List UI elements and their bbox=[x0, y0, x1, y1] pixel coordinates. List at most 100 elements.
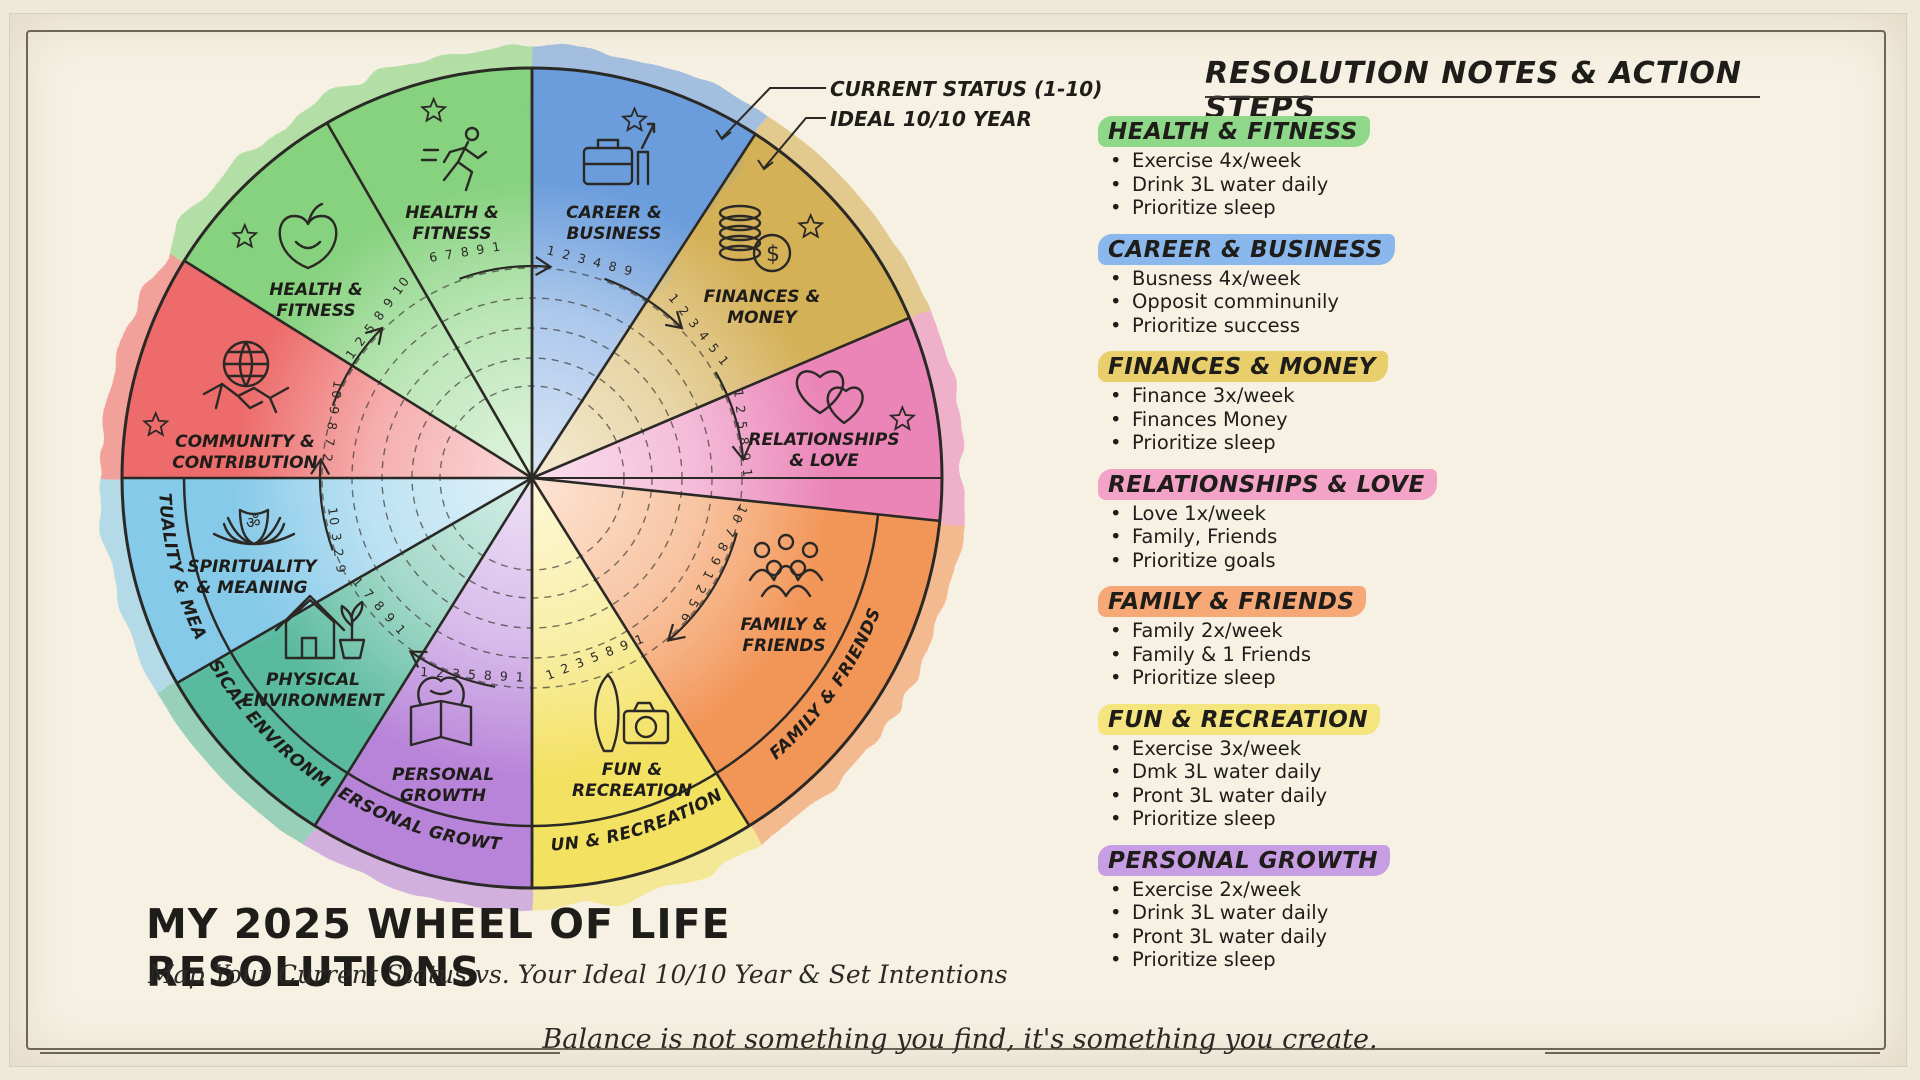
note-list: Exercise 4x/weekDrink 3L water dailyPrio… bbox=[1098, 149, 1698, 220]
note-block: HEALTH & FITNESSExercise 4x/weekDrink 3L… bbox=[1098, 116, 1698, 220]
note-item: Prioritize sleep bbox=[1110, 948, 1698, 972]
note-list: Exercise 3x/weekDmk 3L water dailyPront … bbox=[1098, 737, 1698, 831]
segment-label-line1: HEALTH & bbox=[405, 203, 499, 223]
direction-arrow bbox=[409, 650, 496, 688]
segment-label-line2: ENVIRONMENT bbox=[242, 691, 385, 711]
legend-arrowhead-current bbox=[715, 129, 732, 141]
note-item: Prioritize sleep bbox=[1110, 807, 1698, 831]
note-block: FAMILY & FRIENDSFamily 2x/weekFamily & 1… bbox=[1098, 586, 1698, 690]
direction-arrow bbox=[667, 532, 738, 642]
house-plant-icon bbox=[274, 594, 366, 660]
note-block: FINANCES & MONEYFinance 3x/weekFinances … bbox=[1098, 351, 1698, 455]
note-item: Pront 3L water daily bbox=[1110, 925, 1698, 949]
direction-arrow bbox=[604, 277, 683, 329]
page-frame bbox=[26, 30, 1886, 1050]
segment-label: FUN &RECREATION bbox=[572, 760, 692, 801]
note-item: Drink 3L water daily bbox=[1110, 173, 1698, 197]
direction-arrowhead bbox=[364, 326, 384, 346]
note-item: Opposit comminunily bbox=[1110, 290, 1698, 314]
segment-label: HEALTH &FITNESS bbox=[405, 203, 499, 244]
segment-label-line1: FINANCES & bbox=[704, 287, 821, 307]
slice-divider bbox=[531, 316, 910, 480]
note-item: Family, Friends bbox=[1110, 525, 1698, 549]
segment-label-line1: PHYSICAL bbox=[266, 670, 360, 690]
note-item: Prioritize sleep bbox=[1110, 196, 1698, 220]
legend-pointer-ideal bbox=[763, 117, 826, 169]
note-item: Prioritize goals bbox=[1110, 549, 1698, 573]
direction-arrowhead bbox=[666, 623, 686, 642]
note-list: Finance 3x/weekFinances MoneyPrioritize … bbox=[1098, 384, 1698, 455]
direction-arrowhead bbox=[408, 650, 428, 668]
page-subtitle: Map Your Current Status vs. Your Ideal 1… bbox=[148, 960, 1008, 989]
note-list: Busness 4x/weekOpposit comminunilyPriori… bbox=[1098, 267, 1698, 338]
segment-label-line1: COMMUNITY & bbox=[175, 432, 315, 452]
segment-label-line2: BUSINESS bbox=[566, 224, 661, 244]
note-item: Dmk 3L water daily bbox=[1110, 760, 1698, 784]
lotus-om-icon: ॐ bbox=[212, 508, 296, 546]
segment-label-line2: FRIENDS bbox=[742, 636, 825, 656]
legend-pointer-current bbox=[721, 87, 826, 139]
star-icon bbox=[888, 404, 917, 431]
direction-arrowhead bbox=[731, 442, 752, 462]
note-item: Prioritize success bbox=[1110, 314, 1698, 338]
star-icon bbox=[420, 96, 448, 123]
segment-label-line1: FAMILY & bbox=[740, 615, 827, 635]
svg-text:$: $ bbox=[766, 242, 780, 267]
coins-dollar-icon: $ bbox=[718, 204, 792, 273]
segment-label-line2: CONTRIBUTION bbox=[172, 453, 318, 473]
note-heading: FUN & RECREATION bbox=[1098, 703, 1381, 735]
note-item: Drink 3L water daily bbox=[1110, 901, 1698, 925]
direction-arrowhead bbox=[535, 256, 553, 276]
page-title: MY 2025 WHEEL OF LIFE RESOLUTIONS bbox=[146, 900, 731, 996]
note-block: RELATIONSHIPS & LOVELove 1x/weekFamily, … bbox=[1098, 468, 1698, 573]
note-heading: HEALTH & FITNESS bbox=[1098, 116, 1370, 147]
segment-label-line1: RELATIONSHIPS bbox=[748, 430, 899, 450]
brain-book-icon bbox=[409, 676, 473, 747]
segment-label: CAREER &BUSINESS bbox=[566, 203, 662, 244]
note-heading: FAMILY & FRIENDS bbox=[1098, 586, 1367, 617]
segment-label-line2: FITNESS bbox=[412, 224, 491, 244]
direction-arrow bbox=[331, 327, 383, 406]
note-heading: FINANCES & MONEY bbox=[1098, 351, 1388, 382]
segment-label-line2: FITNESS bbox=[276, 301, 355, 321]
legend-arrowhead-ideal bbox=[757, 159, 774, 171]
note-item: Busness 4x/week bbox=[1110, 267, 1698, 291]
segment-label: SPIRITUALITY& MEANING bbox=[187, 557, 318, 598]
segment-label-line2: MONEY bbox=[727, 308, 798, 328]
note-list: Love 1x/weekFamily, FriendsPrioritize go… bbox=[1098, 502, 1698, 573]
segment-label-line2: & LOVE bbox=[789, 451, 859, 471]
segment-label: FAMILY &FRIENDS bbox=[740, 615, 827, 656]
segment-label-line2: & MEANING bbox=[196, 578, 307, 598]
svg-text:ॐ: ॐ bbox=[246, 513, 261, 532]
segment-label-line1: SPIRITUALITY bbox=[187, 557, 318, 577]
quote-line-left bbox=[40, 1052, 560, 1054]
running-person-icon bbox=[420, 126, 488, 192]
segment-label-line2: GROWTH bbox=[400, 786, 486, 806]
segment-label: RELATIONSHIPS& LOVE bbox=[748, 430, 899, 471]
note-item: Pront 3L water daily bbox=[1110, 784, 1698, 808]
star-icon bbox=[231, 222, 259, 249]
star-icon bbox=[797, 212, 825, 239]
slice-divider bbox=[530, 477, 751, 827]
note-item: Finances Money bbox=[1110, 408, 1698, 432]
note-block: PERSONAL GROWTHExercise 2x/weekDrink 3L … bbox=[1098, 844, 1698, 972]
family-group-icon bbox=[748, 533, 824, 598]
segment-label: COMMUNITY &CONTRIBUTION bbox=[172, 432, 318, 473]
note-item: Exercise 4x/week bbox=[1110, 149, 1698, 173]
segment-label-line2: RECREATION bbox=[572, 781, 692, 801]
apple-heart-icon bbox=[278, 202, 338, 270]
note-item: Prioritize sleep bbox=[1110, 431, 1698, 455]
globe-handshake-icon bbox=[202, 340, 290, 414]
note-item: Finance 3x/week bbox=[1110, 384, 1698, 408]
wheel-rim-ring bbox=[182, 477, 880, 828]
note-heading: RELATIONSHIPS & LOVE bbox=[1098, 468, 1437, 500]
resolution-notes-panel: HEALTH & FITNESSExercise 4x/weekDrink 3L… bbox=[1098, 116, 1698, 986]
segment-label-line1: HEALTH & bbox=[269, 280, 363, 300]
note-item: Family 2x/week bbox=[1110, 619, 1698, 643]
note-item: Prioritize sleep bbox=[1110, 666, 1698, 690]
star-icon bbox=[142, 410, 170, 437]
surfboard-camera-icon bbox=[594, 673, 670, 753]
note-block: CAREER & BUSINESSBusness 4x/weekOpposit … bbox=[1098, 233, 1698, 338]
